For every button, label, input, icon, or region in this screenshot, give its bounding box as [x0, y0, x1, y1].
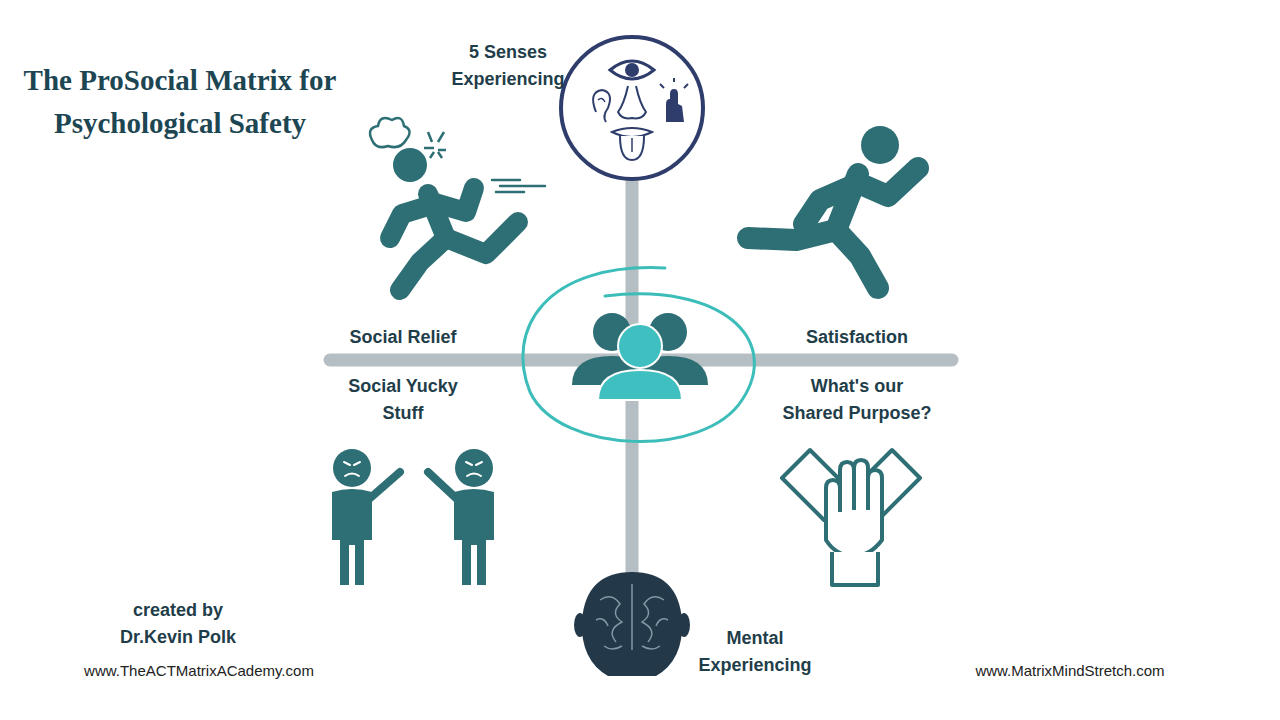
stacked-hands	[840, 470, 868, 512]
arguing-people	[332, 449, 494, 585]
senses-icon	[625, 63, 639, 77]
group-icon	[598, 370, 682, 400]
quadrant-label: Social Yucky Stuff	[339, 373, 467, 427]
senses-icon	[666, 89, 684, 122]
senses-icon	[593, 90, 610, 122]
stressed-runner	[393, 148, 427, 182]
group-swirl	[523, 268, 754, 442]
senses-icon	[660, 78, 688, 88]
happy-runner	[861, 126, 899, 164]
axis-label: 5 Senses Experiencing	[438, 39, 578, 93]
arguing-people	[344, 462, 482, 476]
group-icon	[618, 324, 662, 368]
senses-icon	[612, 128, 652, 137]
senses-icon	[620, 136, 644, 160]
happy-runner	[804, 186, 852, 224]
stacked-hands	[826, 460, 882, 556]
brain-head	[678, 613, 690, 637]
speed-lines	[492, 180, 545, 192]
stress-puff	[424, 132, 446, 158]
senses-icon	[561, 37, 703, 179]
speed-lines	[492, 179, 520, 182]
stress-puff	[370, 118, 410, 147]
senses-icon	[618, 86, 646, 118]
website-url: www.MatrixMindStretch.com	[940, 661, 1200, 681]
website-url: www.TheACTMatrixACademy.com	[49, 661, 349, 681]
brain-head	[582, 572, 682, 676]
arguing-people	[428, 472, 458, 500]
happy-runner	[748, 230, 836, 240]
brain-head	[631, 584, 633, 650]
happy-runner	[748, 126, 918, 288]
senses-icon	[561, 37, 703, 179]
group-icon	[572, 313, 708, 400]
happy-runner	[856, 168, 918, 196]
senses-icon	[598, 98, 605, 102]
arguing-people	[368, 472, 400, 500]
stacked-hands	[782, 450, 920, 585]
axis-label: Mental Experiencing	[691, 625, 819, 679]
happy-runner	[836, 230, 878, 288]
stress-puff	[370, 118, 446, 158]
brain-head	[596, 584, 668, 650]
stressed-runner	[390, 148, 518, 290]
brain-head	[596, 619, 668, 649]
stressed-runner	[400, 238, 446, 290]
brain-head	[574, 613, 586, 637]
senses-icon	[631, 138, 633, 152]
matrix-cross	[330, 175, 952, 590]
brain-head	[574, 572, 690, 676]
speed-lines	[496, 191, 524, 194]
quadrant-label: What's our Shared Purpose?	[781, 373, 933, 427]
stressed-runner	[390, 206, 428, 238]
senses-icon	[610, 61, 654, 79]
quadrant-label: Social Relief	[318, 324, 488, 351]
arguing-people	[333, 449, 371, 487]
stacked-hands	[832, 552, 878, 585]
credit-note: created by Dr.Kevin Polk	[113, 597, 243, 651]
quadrant-label: Satisfaction	[772, 324, 942, 351]
arguing-people	[455, 449, 493, 487]
stressed-runner	[446, 222, 518, 254]
stressed-runner	[432, 188, 474, 212]
speed-lines	[500, 185, 545, 188]
diagram-title: The ProSocial Matrix for Psychological S…	[10, 59, 350, 145]
group-swirl	[523, 268, 754, 442]
